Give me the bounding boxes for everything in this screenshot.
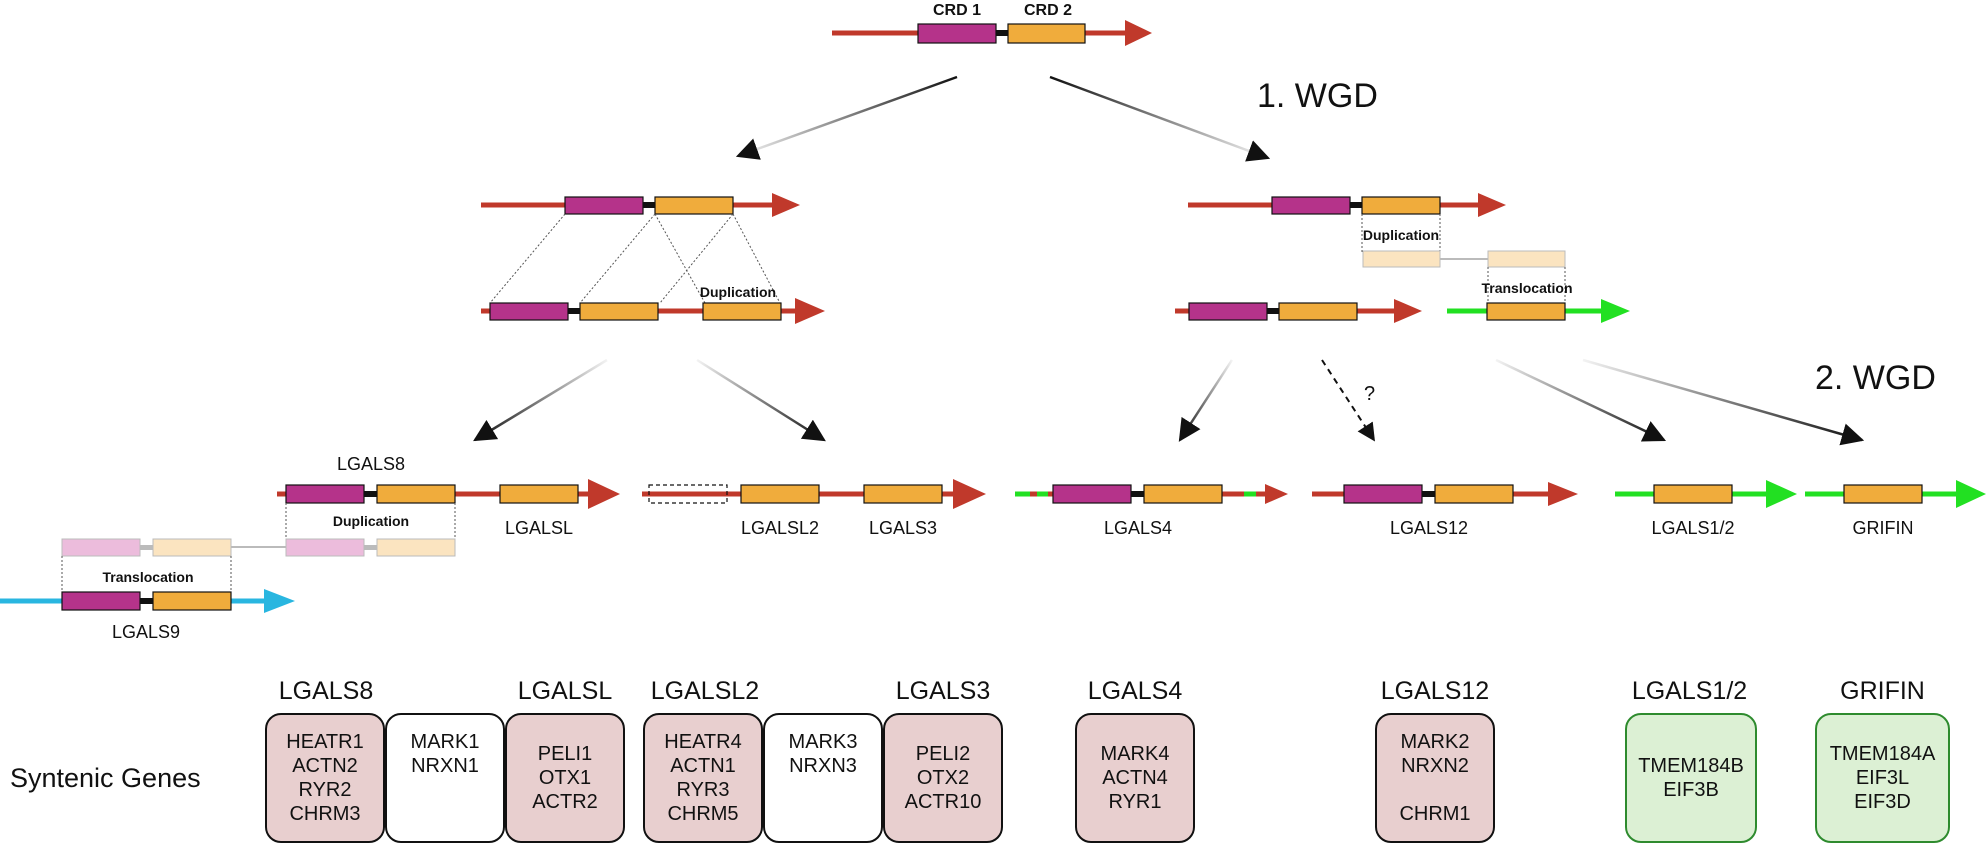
syntenic-box-lgals1-2-green: TMEM184B EIF3B <box>1625 713 1757 843</box>
lgals3-gene-label: LGALS3 <box>869 518 937 538</box>
translocation-label-right: Translocation <box>1481 280 1572 296</box>
dashed-arrow-to-lgals12 <box>1321 359 1375 442</box>
syntenic-gene: RYR1 <box>1108 791 1162 813</box>
question-mark: ? <box>1364 383 1375 405</box>
lgals1-2-gene-label: LGALS1/2 <box>1651 518 1734 538</box>
syntenic-gene: ACTN4 <box>1102 767 1168 789</box>
left-ohnolog-gene <box>481 193 800 217</box>
syntenic-box-lgals4-pink: MARK4 ACTN4 RYR1 <box>1075 713 1195 843</box>
wgd1-label: 1. WGD <box>1257 77 1378 115</box>
syntenic-gene: CHRM5 <box>667 803 739 825</box>
syntenic-title-lgals8: LGALS8 <box>278 677 374 705</box>
lgalsl-gene-label: LGALSL <box>505 518 573 538</box>
syntenic-gene: TMEM184B <box>1638 755 1744 777</box>
syntenic-gene: NRXN3 <box>789 755 857 777</box>
crd2-label: CRD 2 <box>1024 2 1072 19</box>
translocation-label-lgals9: Translocation <box>102 569 193 585</box>
right-ohnolog-gene <box>1188 193 1506 217</box>
crd1-domain <box>917 23 997 44</box>
syntenic-gene: EIF3D <box>1854 791 1911 813</box>
syntenic-gene: PELI2 <box>915 743 971 765</box>
syntenic-title-lgals1-2: LGALS1/2 <box>1631 677 1748 705</box>
arrow-to-grifin <box>1582 358 1865 446</box>
syntenic-box-lgals8-white: MARK1 NRXN1 <box>385 713 505 843</box>
syntenic-gene: MARK1 <box>410 731 480 753</box>
wgd2-label: 2. WGD <box>1815 359 1936 397</box>
syntenic-box-lgals3-pink: PELI2 OTX2 ACTR10 <box>883 713 1003 843</box>
right-gene-after-duplication <box>1175 299 1422 323</box>
syntenic-gene: NRXN2 <box>1401 755 1469 777</box>
arrow-to-lgals8 <box>473 358 608 442</box>
lgals8-duplication-event: Duplication Translocation <box>61 503 456 594</box>
grifin-chromosome: GRIFIN <box>1805 480 1986 538</box>
lgals9-gene-label: LGALS9 <box>112 622 180 642</box>
crd2-domain <box>1007 23 1086 44</box>
syntenic-box-lgalsl-pink: PELI1 OTX1 ACTR2 <box>505 713 625 843</box>
green-chromosome-translocated <box>1447 299 1630 323</box>
syntenic-gene: HEATR4 <box>664 731 742 753</box>
syntenic-gene: MARK4 <box>1100 743 1170 765</box>
lost-crd1-domain <box>648 484 728 504</box>
lgalsl2-lgals3-chromosome: LGALSL2 LGALS3 <box>642 479 986 538</box>
syntenic-title-grifin: GRIFIN <box>1840 677 1925 705</box>
wgd-arrow-left <box>735 75 958 160</box>
syntenic-gene: ACTR2 <box>532 791 598 813</box>
arrow-to-lgals4 <box>1178 359 1234 442</box>
syntenic-box-lgalsl2-pink: HEATR4 ACTN1 RYR3 CHRM5 <box>643 713 763 843</box>
syntenic-gene: MARK3 <box>788 731 858 753</box>
syntenic-gene: MARK2 <box>1400 731 1470 753</box>
arrow-to-lgalsl2 <box>696 358 826 442</box>
syntenic-gene: RYR2 <box>298 779 352 801</box>
wgd-arrow-right <box>1049 75 1271 162</box>
syntenic-gene: TMEM184A <box>1829 743 1936 765</box>
syntenic-gene: HEATR1 <box>286 731 364 753</box>
duplication-guides-left <box>489 213 781 304</box>
syntenic-box-lgalsl2-white: MARK3 NRXN3 <box>763 713 883 843</box>
syntenic-box-lgals8-pink: HEATR1 ACTN2 RYR2 CHRM3 <box>265 713 385 843</box>
syntenic-title-lgals12: LGALS12 <box>1380 677 1490 705</box>
duplication-label-left: Duplication <box>700 284 776 300</box>
lgalsl2-gene-label: LGALSL2 <box>741 518 819 538</box>
syntenic-box-grifin-green: TMEM184A EIF3L EIF3D <box>1815 713 1950 843</box>
syntenic-gene: EIF3B <box>1663 779 1719 801</box>
lgals12-chromosome: LGALS12 <box>1312 482 1578 538</box>
left-duplicated-gene: Duplication <box>481 284 825 324</box>
syntenic-gene: RYR3 <box>676 779 730 801</box>
syntenic-gene: CHRM1 <box>1399 803 1471 825</box>
syntenic-title-lgalsl: LGALSL <box>517 677 613 705</box>
crd1-label: CRD 1 <box>933 2 981 19</box>
duplication-label-right: Duplication <box>1363 227 1439 243</box>
syntenic-gene: NRXN1 <box>411 755 479 777</box>
syntenic-gene: ACTN2 <box>292 755 358 777</box>
syntenic-title-lgals4: LGALS4 <box>1087 677 1183 705</box>
syntenic-gene: PELI1 <box>537 743 593 765</box>
right-duplication-event: Duplication Translocation <box>1361 214 1573 304</box>
syntenic-gene: OTX1 <box>538 767 592 789</box>
syntenic-gene: OTX2 <box>916 767 970 789</box>
lgals1-2-chromosome: LGALS1/2 <box>1615 480 1797 538</box>
lgals12-gene-label: LGALS12 <box>1390 518 1468 538</box>
syntenic-gene: ACTN1 <box>670 755 736 777</box>
duplication-label-lgals8: Duplication <box>333 513 409 529</box>
syntenic-box-lgals12-pink: MARK2 NRXN2 CHRM1 <box>1375 713 1495 843</box>
lgals8-gene-label: LGALS8 <box>337 454 405 474</box>
lgals4-chromosome: LGALS4 <box>1015 484 1288 538</box>
ancestral-gene: CRD 1 CRD 2 <box>832 2 1152 46</box>
syntenic-title-lgalsl2: LGALSL2 <box>650 677 760 705</box>
lgals8-lgalsl-chromosome: LGALS8 LGALSL <box>277 454 620 538</box>
syntenic-title-lgals3: LGALS3 <box>895 677 991 705</box>
lgals9-chromosome: LGALS9 <box>0 589 295 642</box>
syntenic-gene: EIF3L <box>1855 767 1910 789</box>
syntenic-genes-row-label: Syntenic Genes <box>10 763 201 793</box>
syntenic-gene: ACTR10 <box>904 791 982 813</box>
grifin-gene-label: GRIFIN <box>1853 518 1914 538</box>
syntenic-gene: CHRM3 <box>289 803 361 825</box>
arrow-to-lgals1-2 <box>1495 358 1667 442</box>
lgals4-gene-label: LGALS4 <box>1104 518 1172 538</box>
